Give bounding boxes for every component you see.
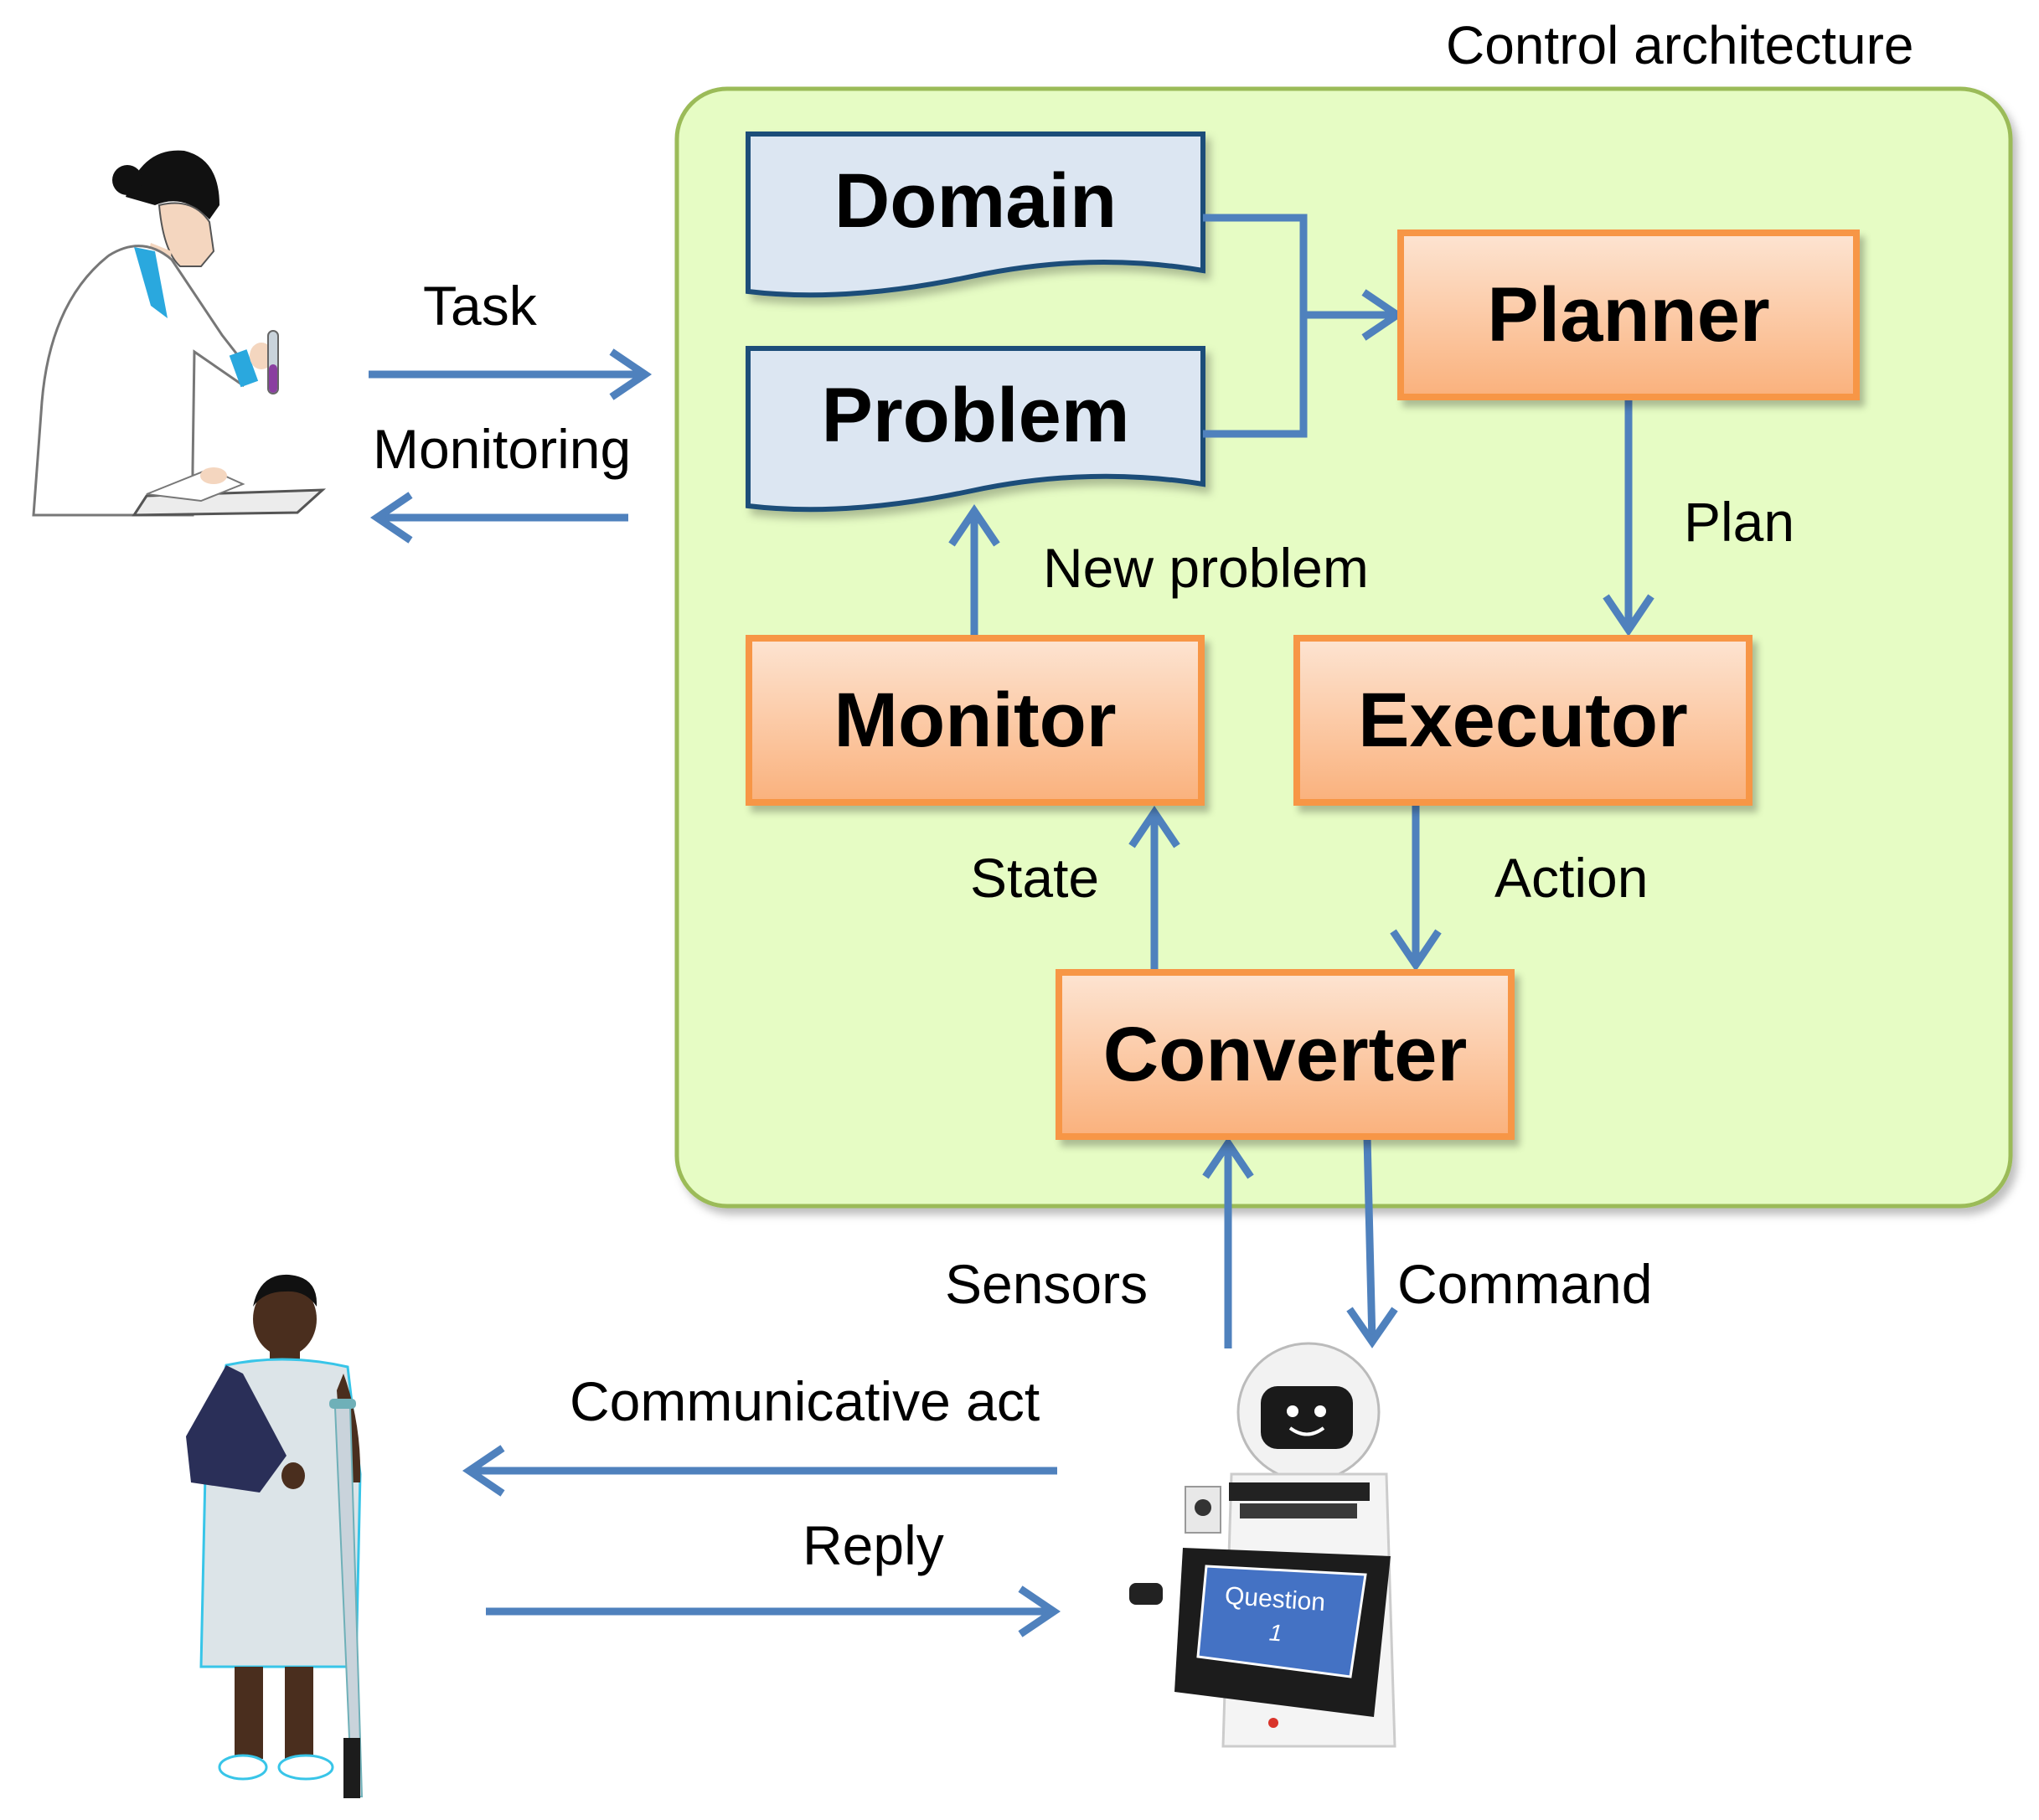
command-arrow (1363, 1137, 1376, 1343)
sensors-arrowhead (1202, 1136, 1254, 1179)
domain-node: Domain (748, 134, 1203, 268)
nurse-illustration (32, 150, 327, 517)
task-label: Task (423, 275, 537, 337)
task-arrowhead (609, 348, 653, 400)
control-architecture-title: Control architecture (1446, 15, 1914, 75)
monitoring-arrowhead (369, 492, 413, 544)
communicative-act-label: Communicative act (570, 1370, 1040, 1432)
robot-tablet-screen (1196, 1565, 1367, 1678)
reply-label: Reply (803, 1514, 944, 1576)
sensors-label: Sensors (945, 1253, 1149, 1315)
action-label: Action (1494, 847, 1649, 909)
planner-node: Planner (1397, 229, 1860, 400)
communicative-act-arrowhead (462, 1445, 505, 1497)
robot-screen-line2: 1 (1267, 1619, 1283, 1647)
patient-illustration (186, 1274, 364, 1798)
executor-label: Executor (1358, 677, 1688, 763)
command-arrowhead (1346, 1307, 1398, 1348)
domain-document-shape (746, 131, 1205, 298)
problem-node: Problem (748, 348, 1203, 482)
state-label: State (970, 847, 1100, 909)
action-arrowhead (1390, 929, 1442, 972)
planner-label: Planner (1487, 271, 1770, 358)
converter-node: Converter (1056, 969, 1515, 1140)
domain-connector (1203, 214, 1308, 438)
problem-document-shape (746, 346, 1205, 513)
command-label: Command (1397, 1253, 1653, 1315)
monitoring-label: Monitoring (373, 418, 632, 480)
problem-label: Problem (821, 372, 1130, 458)
new-problem-arrowhead (948, 503, 1000, 547)
converter-label: Converter (1102, 1011, 1468, 1097)
monitor-node: Monitor (746, 635, 1205, 806)
new-problem-label: New problem (1043, 537, 1369, 599)
executor-node: Executor (1293, 635, 1753, 806)
reply-arrowhead (1018, 1585, 1061, 1637)
plan-arrowhead (1603, 594, 1654, 637)
robot-illustration (1129, 1342, 1396, 1748)
monitor-label: Monitor (834, 677, 1117, 763)
plan-label: Plan (1684, 491, 1795, 553)
state-arrowhead (1128, 805, 1180, 848)
domain-label: Domain (834, 157, 1118, 244)
